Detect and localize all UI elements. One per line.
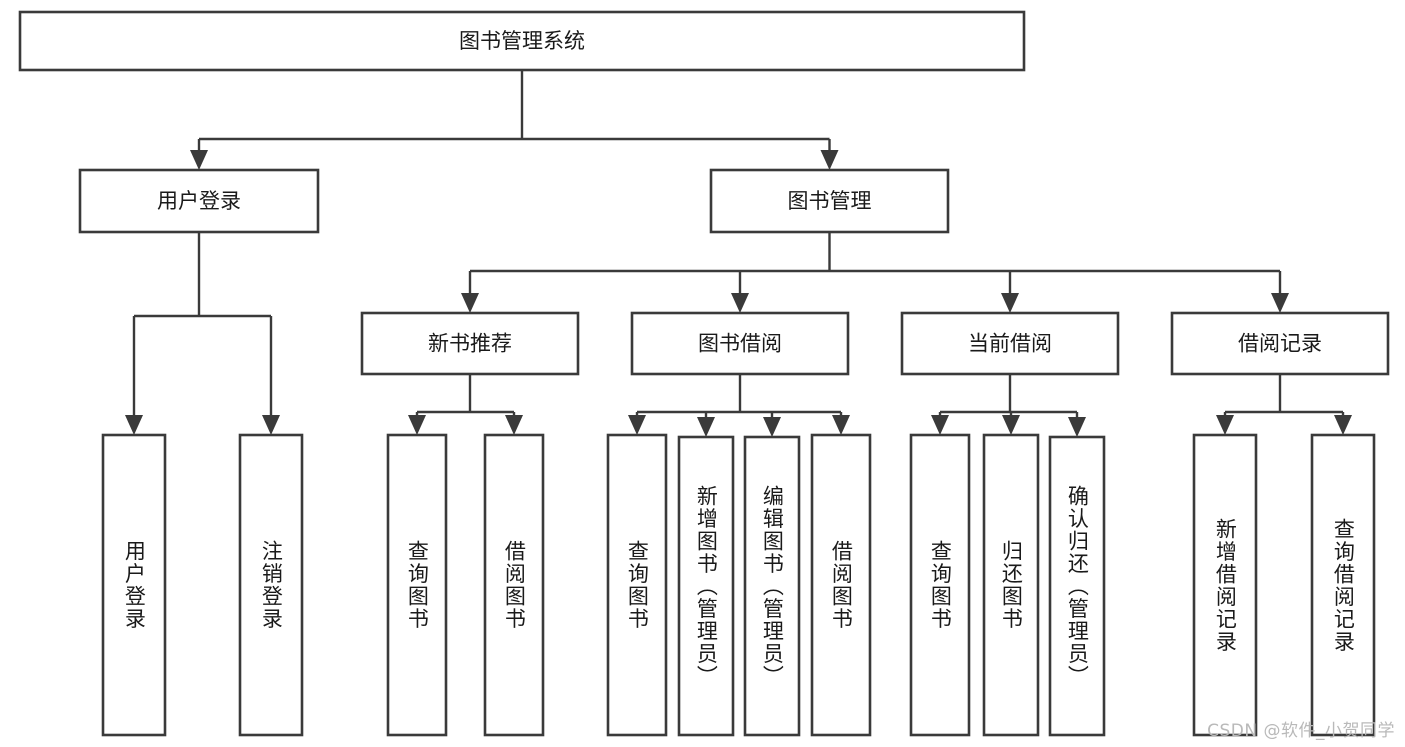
arrow-book-borrow-to-leaf-add-book xyxy=(697,417,715,437)
arrow-new-book-recommend-to-leaf-query-book-1 xyxy=(408,415,426,435)
node-label-root: 图书管理系统 xyxy=(459,29,585,53)
node-leaf-borrow-book-2 xyxy=(810,433,872,737)
arrow-borrow-record-to-leaf-query-record xyxy=(1334,415,1352,435)
node-leaf-query-record xyxy=(1310,433,1376,737)
arrow-current-borrow-to-leaf-query-book-3 xyxy=(931,415,949,435)
node-leaf-query-book-2 xyxy=(606,433,668,737)
node-current-borrow xyxy=(900,311,1120,376)
node-new-book-recommend xyxy=(360,311,580,376)
arrow-root-to-user-login xyxy=(190,150,208,170)
node-book-borrow xyxy=(630,311,850,376)
node-label-book-manage: 图书管理 xyxy=(788,189,872,213)
node-label-current-borrow: 当前借阅 xyxy=(968,332,1052,356)
node-leaf-add-record xyxy=(1192,433,1258,737)
arrow-book-borrow-to-leaf-borrow-book-2 xyxy=(832,415,850,435)
node-borrow-record xyxy=(1170,311,1390,376)
node-label-user-login: 用户登录 xyxy=(157,189,241,213)
arrow-current-borrow-to-leaf-confirm-return xyxy=(1068,417,1086,437)
arrow-new-book-recommend-to-leaf-borrow-book-1 xyxy=(505,415,523,435)
node-label-new-book-recommend: 新书推荐 xyxy=(428,332,512,356)
node-user-login xyxy=(78,168,320,234)
arrow-book-borrow-to-leaf-query-book-2 xyxy=(628,415,646,435)
arrow-borrow-record-to-leaf-add-record xyxy=(1216,415,1234,435)
node-book-manage xyxy=(709,168,950,234)
arrow-book-manage-to-borrow-record xyxy=(1271,293,1289,313)
node-label-book-borrow: 图书借阅 xyxy=(698,332,782,356)
arrow-root-to-book-manage xyxy=(820,150,839,170)
arrow-book-manage-to-book-borrow xyxy=(731,293,749,313)
node-leaf-query-book-1 xyxy=(386,433,448,737)
node-leaf-user-login xyxy=(101,433,167,737)
arrow-user-login-to-leaf-user-logout xyxy=(262,415,280,435)
arrow-book-manage-to-current-borrow xyxy=(1001,293,1019,313)
node-leaf-edit-book xyxy=(743,435,801,737)
node-leaf-user-logout xyxy=(238,433,304,737)
node-leaf-add-book xyxy=(677,435,735,737)
node-leaf-query-book-3 xyxy=(909,433,971,737)
arrow-user-login-to-leaf-user-login xyxy=(125,415,143,435)
node-leaf-return-book xyxy=(982,433,1040,737)
watermark-text: CSDN @软件_小贺同学 xyxy=(1207,721,1395,741)
node-leaf-borrow-book-1 xyxy=(483,433,545,737)
node-root-title xyxy=(18,10,1026,72)
node-leaf-confirm-return xyxy=(1048,435,1106,737)
arrow-current-borrow-to-leaf-return-book xyxy=(1002,415,1020,435)
arrow-book-manage-to-new-book-recommend xyxy=(461,293,479,313)
arrow-book-borrow-to-leaf-edit-book xyxy=(763,417,781,437)
connectors-layer xyxy=(125,70,1352,437)
node-label-borrow-record: 借阅记录 xyxy=(1238,332,1322,356)
